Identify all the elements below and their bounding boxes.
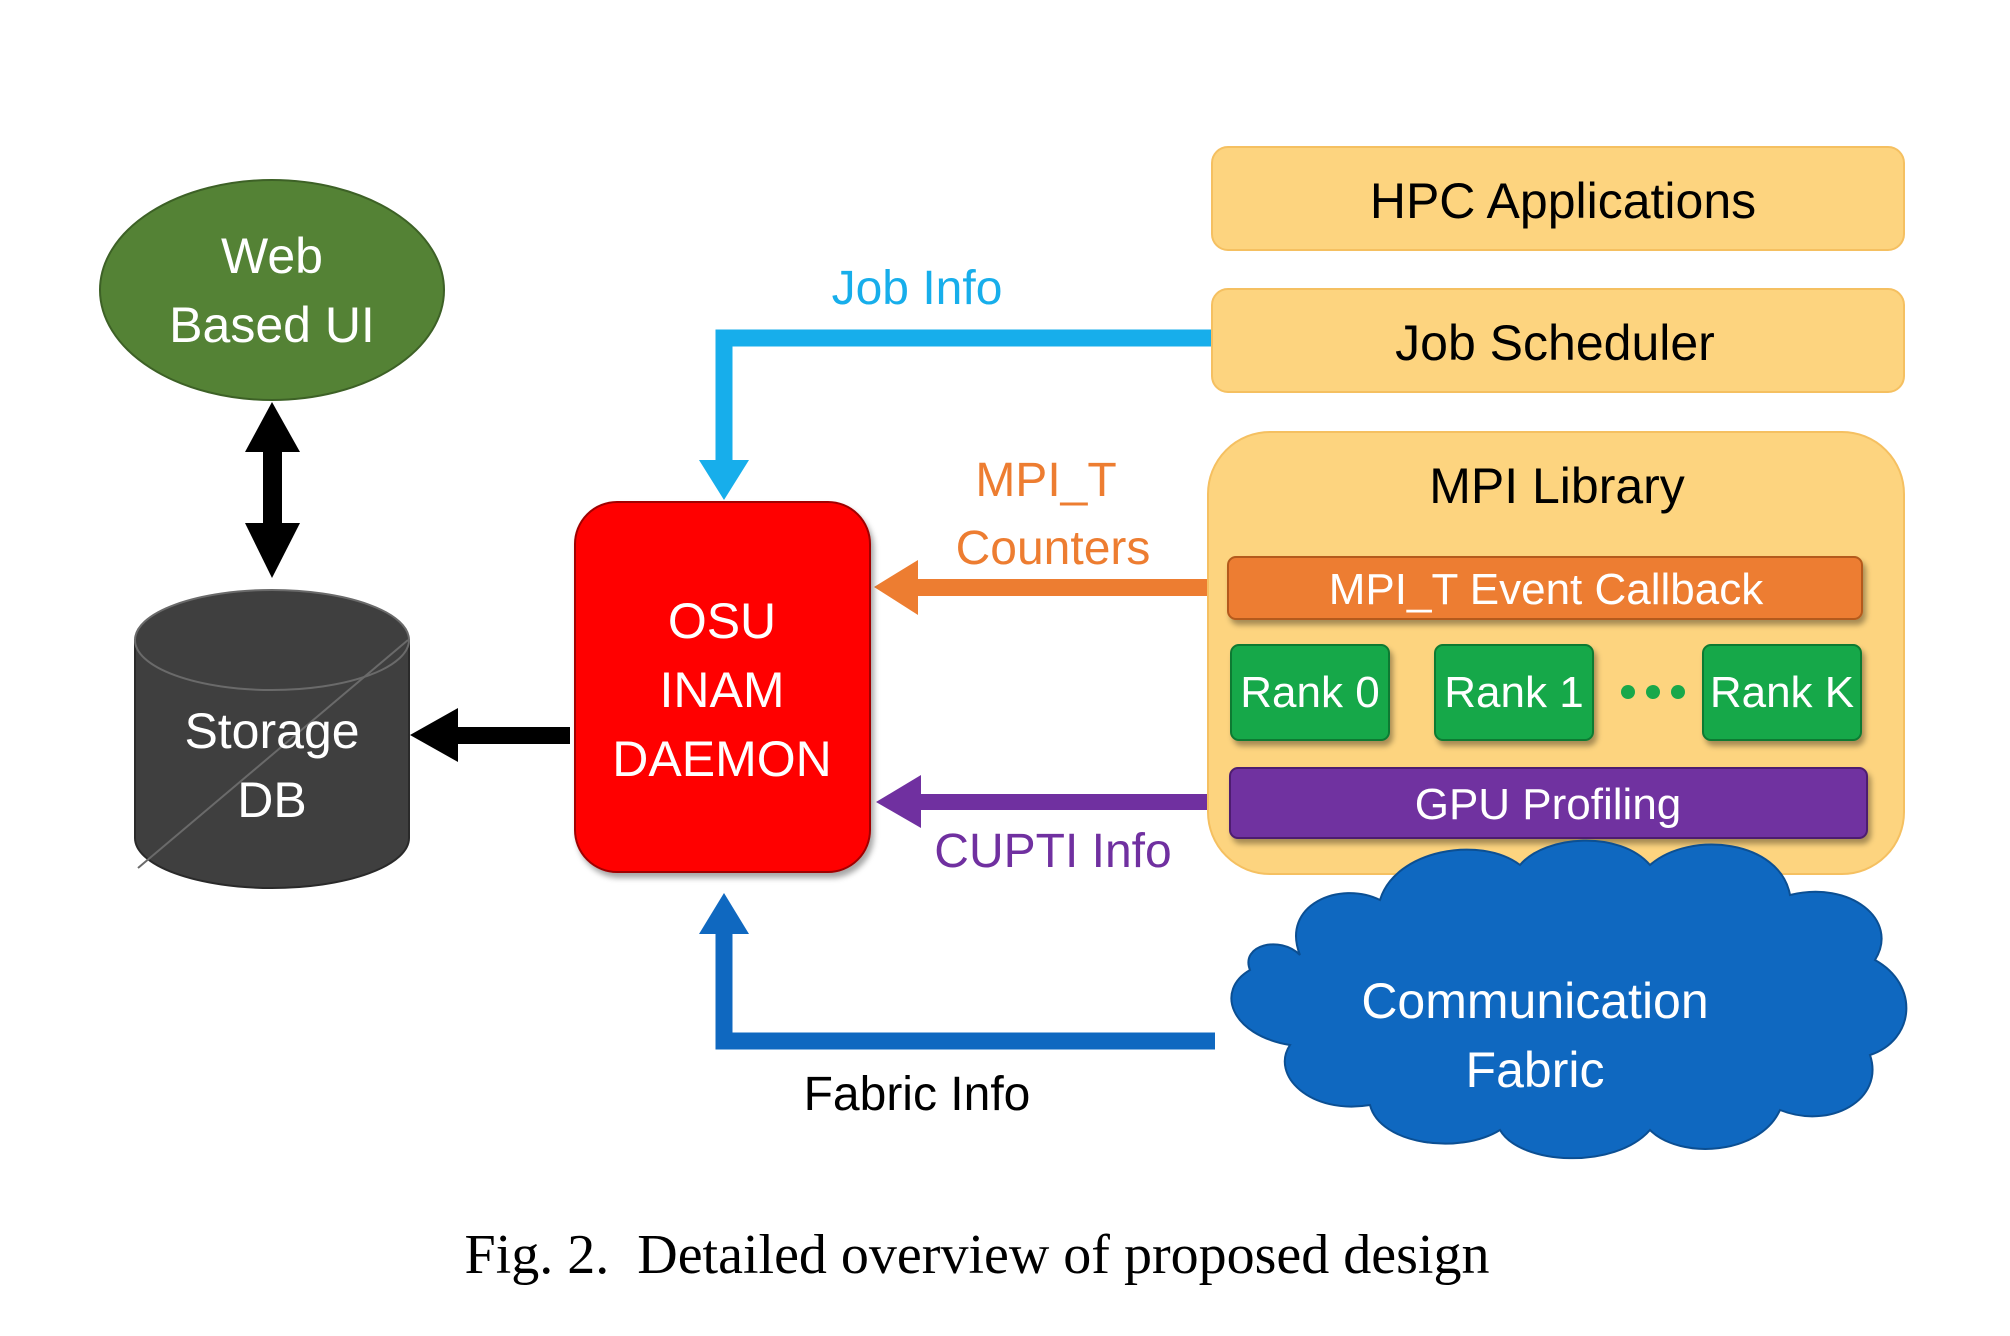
job-scheduler-node: Job Scheduler <box>1211 288 1905 393</box>
rank-k-label: Rank K <box>1710 668 1854 717</box>
cupti-info-arrow <box>876 775 1230 828</box>
web-ui-label-1: Web <box>221 228 323 284</box>
mpi-library-node: MPI Library MPI_T Event Callback Rank 0 … <box>1207 431 1905 875</box>
fabric-info-arrow <box>699 893 1215 1050</box>
figure-caption: Fig. 2. Detailed overview of proposed de… <box>465 1224 1490 1286</box>
job-info-arrow <box>699 329 1213 500</box>
gpu-profiling-label: GPU Profiling <box>1415 780 1682 829</box>
rank-k-node: Rank K <box>1702 644 1862 741</box>
cupti-info-label: CUPTI Info <box>934 825 1171 878</box>
web-ui-node: Web Based UI <box>99 179 445 401</box>
storage-db-node: Storage DB <box>134 589 410 889</box>
mpi-t-counters-arrow <box>874 560 1230 615</box>
job-scheduler-label: Job Scheduler <box>1395 315 1715 371</box>
hpc-applications-node: HPC Applications <box>1211 146 1905 251</box>
rank-0-node: Rank 0 <box>1230 644 1390 741</box>
storage-db-label-2: DB <box>237 772 306 828</box>
mpi-t-counters-label-2: Counters <box>956 522 1151 575</box>
storage-db-label-1: Storage <box>184 703 359 759</box>
daemon-label-1: OSU <box>668 593 776 649</box>
rank-1-label: Rank 1 <box>1444 668 1583 717</box>
daemon-label-3: DAEMON <box>612 731 831 787</box>
fabric-label-1: Communication <box>1361 973 1708 1029</box>
web-db-arrow <box>245 402 300 578</box>
web-ui-label-2: Based UI <box>169 297 375 353</box>
daemon-label-2: INAM <box>660 662 785 718</box>
mpi-t-counters-label-1: MPI_T <box>975 454 1116 507</box>
event-callback-label: MPI_T Event Callback <box>1329 565 1764 614</box>
fabric-info-label: Fabric Info <box>804 1068 1031 1121</box>
rank-1-node: Rank 1 <box>1434 644 1594 741</box>
event-callback-node: MPI_T Event Callback <box>1227 556 1863 620</box>
daemon-node: OSU INAM DAEMON <box>574 501 871 873</box>
daemon-to-db-arrow <box>410 708 570 762</box>
gpu-profiling-node: GPU Profiling <box>1229 767 1868 839</box>
rank-0-label: Rank 0 <box>1240 668 1379 717</box>
communication-fabric-node: Communication Fabric <box>1230 839 1908 1160</box>
hpc-applications-label: HPC Applications <box>1370 173 1756 229</box>
job-info-label: Job Info <box>832 262 1003 315</box>
rank-ellipsis <box>1621 685 1685 699</box>
fabric-label-2: Fabric <box>1466 1042 1605 1098</box>
mpi-library-label: MPI Library <box>1429 458 1685 514</box>
